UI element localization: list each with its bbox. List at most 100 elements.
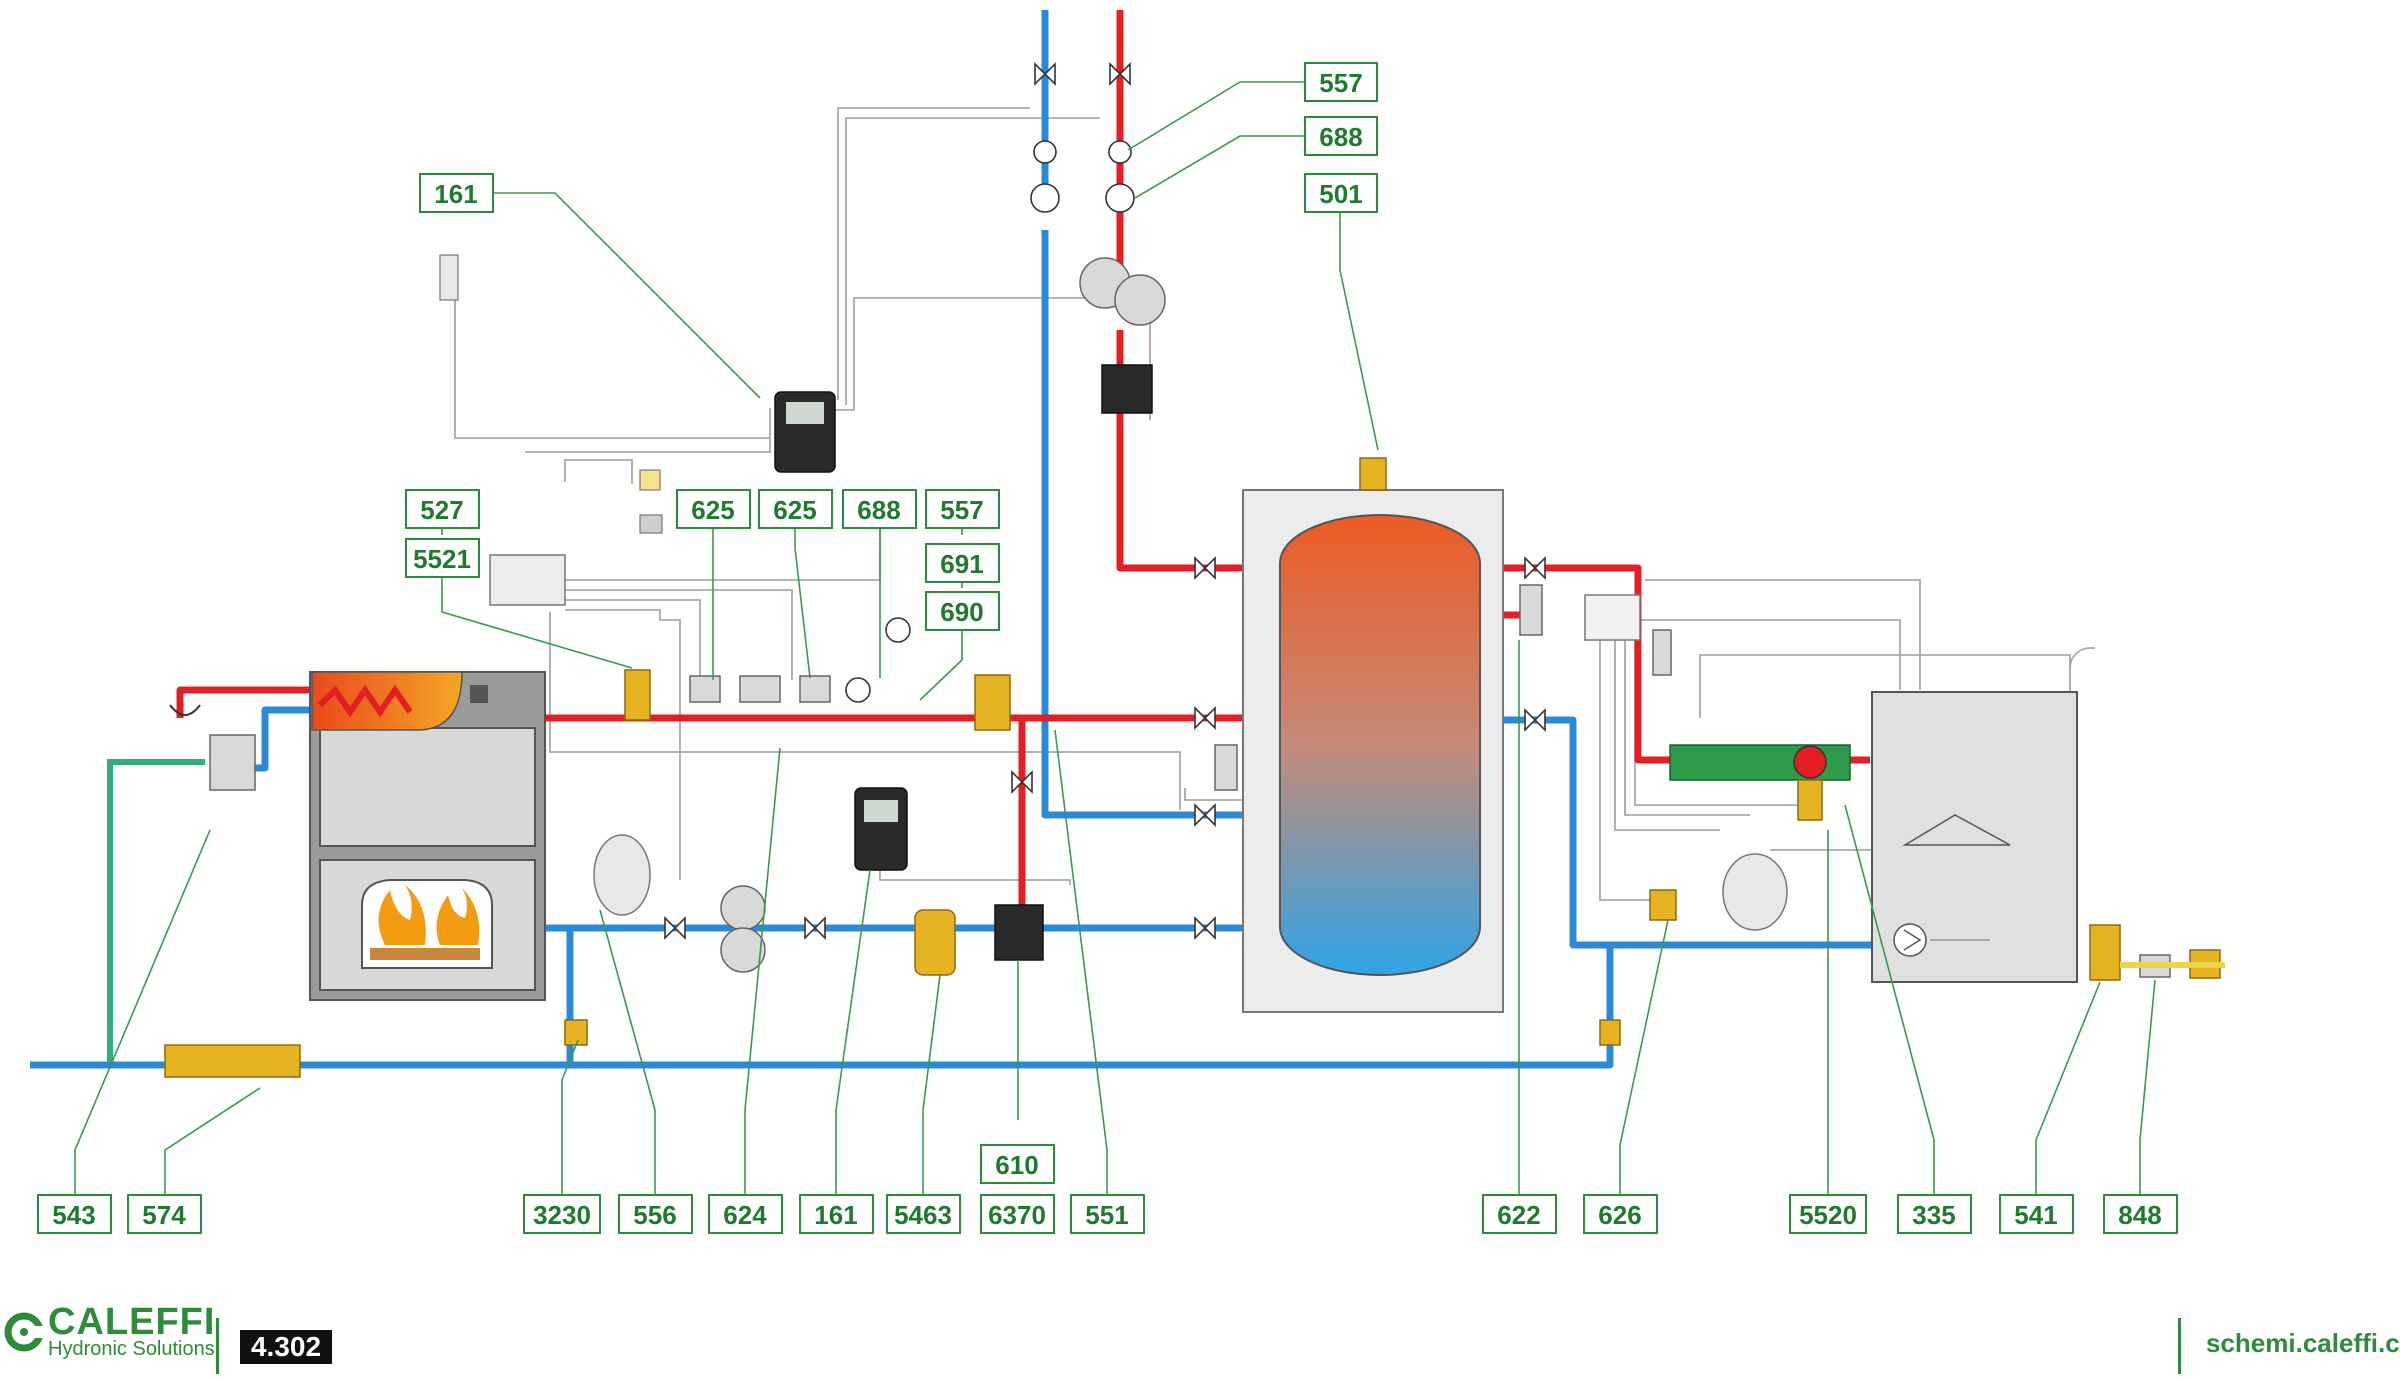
footer-divider [2178, 1318, 2181, 1374]
siren-icon [639, 514, 663, 534]
label-text: 335 [1912, 1200, 1955, 1230]
label-l501: 501 [1304, 173, 1378, 213]
air-separator-icon [914, 909, 956, 976]
label-text: 610 [995, 1150, 1038, 1180]
circulator-icon [720, 885, 766, 931]
brand-text: CALEFFI Hydronic Solutions [48, 1301, 216, 1360]
thermometer-icon [1033, 140, 1057, 164]
discharge-valve-icon [624, 669, 651, 721]
label-text: 625 [773, 495, 816, 525]
components [164, 62, 2225, 1078]
pressure-gauge-icon [1030, 183, 1060, 213]
brand-name: CALEFFI [48, 1301, 216, 1343]
label-l610: 610 [980, 1144, 1055, 1184]
anti-condensation-valve-icon [994, 904, 1044, 961]
ball-valve-icon [1109, 62, 1131, 86]
label-l543: 543 [37, 1194, 112, 1234]
mixing-valve-icon [1101, 364, 1153, 414]
label-text: 691 [940, 549, 983, 579]
brand-tagline: Hydronic Solutions [48, 1338, 215, 1360]
label-text: 527 [420, 495, 463, 525]
ball-valve-icon [1194, 803, 1216, 827]
brand-logo: CALEFFI Hydronic Solutions [4, 1301, 216, 1360]
tank-sensor [1519, 584, 1543, 636]
label-text: 556 [633, 1200, 676, 1230]
label-l551: 551 [1070, 1194, 1145, 1234]
label-text: 161 [814, 1200, 857, 1230]
footer-divider [216, 1318, 219, 1374]
label-text: 624 [723, 1200, 767, 1230]
label-l625a: 625 [676, 489, 751, 529]
ball-valve-icon [804, 916, 826, 940]
outdoor-sensor-icon [439, 254, 459, 301]
pump-icon [1114, 274, 1166, 326]
pressure-gauge-icon [885, 617, 911, 643]
label-l556: 556 [618, 1194, 693, 1234]
solid-fuel-boiler [309, 671, 546, 1001]
mixing-valve-icon [209, 734, 256, 791]
label-text: 626 [1598, 1200, 1641, 1230]
ball-valve-icon [1194, 916, 1216, 940]
tank-air-vent [1359, 457, 1387, 491]
flame-icon [378, 885, 426, 945]
ball-valve-icon [1011, 770, 1033, 794]
flame-icon [436, 888, 480, 945]
label-l541: 541 [1999, 1194, 2074, 1234]
label-text: 3230 [533, 1200, 591, 1230]
zone-valve-icon [1649, 889, 1677, 921]
label-l557a: 557 [1304, 62, 1378, 102]
label-text: 690 [940, 597, 983, 627]
mains-water-line [30, 759, 205, 1068]
zone-valve-icon [1599, 1019, 1621, 1046]
expansion-vessel-icon [593, 834, 651, 916]
label-text: 557 [1319, 68, 1362, 98]
label-l691: 691 [925, 543, 1000, 583]
website-link[interactable]: schemi.caleffi.com [2206, 1328, 2400, 1358]
pressure-gauge-icon [1105, 183, 1135, 213]
thermostatic-mixer-icon [1797, 779, 1823, 821]
expansion-vessel-icon [1722, 853, 1788, 931]
label-l527: 527 [405, 489, 480, 529]
storage-tank [1242, 457, 1543, 1013]
thermometer-icon [845, 677, 871, 703]
label-l3230: 3230 [523, 1194, 601, 1234]
label-l625b: 625 [758, 489, 833, 529]
junction-box-icon [1584, 594, 1641, 641]
label-text: 6370 [988, 1200, 1046, 1230]
label-text: 5520 [1799, 1200, 1857, 1230]
sensor-icon [1214, 744, 1238, 791]
label-l690: 690 [925, 591, 1000, 631]
label-text: 625 [691, 495, 734, 525]
ball-valve-icon [1034, 62, 1056, 86]
zone-valve-icon [564, 1019, 588, 1046]
label-l5520: 5520 [1789, 1194, 1867, 1234]
ball-valve-icon [1524, 708, 1546, 732]
label-l688b: 688 [842, 489, 917, 529]
label-text: 5521 [413, 544, 471, 574]
pressure-reducer-icon [2089, 924, 2121, 981]
ball-valve-icon [1194, 706, 1216, 730]
thermometer-icon [1108, 140, 1132, 164]
label-l6370: 6370 [980, 1194, 1055, 1234]
leader-lines [74, 81, 2156, 1195]
sensor-icon [1652, 629, 1672, 676]
label-text: 541 [2014, 1200, 2057, 1230]
label-l624: 624 [708, 1194, 783, 1234]
label-l557b: 557 [925, 489, 1000, 529]
scheme-code-badge: 4.302 [240, 1330, 332, 1364]
label-l848: 848 [2103, 1194, 2178, 1234]
ball-valve-icon [1524, 556, 1546, 580]
label-text: 5463 [894, 1200, 952, 1230]
label-text: 501 [1319, 179, 1362, 209]
piping [30, 10, 1878, 1069]
label-l161a: 161 [419, 173, 494, 213]
label-l161b: 161 [799, 1194, 874, 1234]
label-text: 688 [857, 495, 900, 525]
funnel-icon [169, 704, 201, 716]
ball-valve-icon [664, 916, 686, 940]
safety-valve-icon [974, 674, 1011, 731]
label-text: 574 [142, 1200, 186, 1230]
label-text: 543 [52, 1200, 95, 1230]
label-text: 622 [1497, 1200, 1540, 1230]
